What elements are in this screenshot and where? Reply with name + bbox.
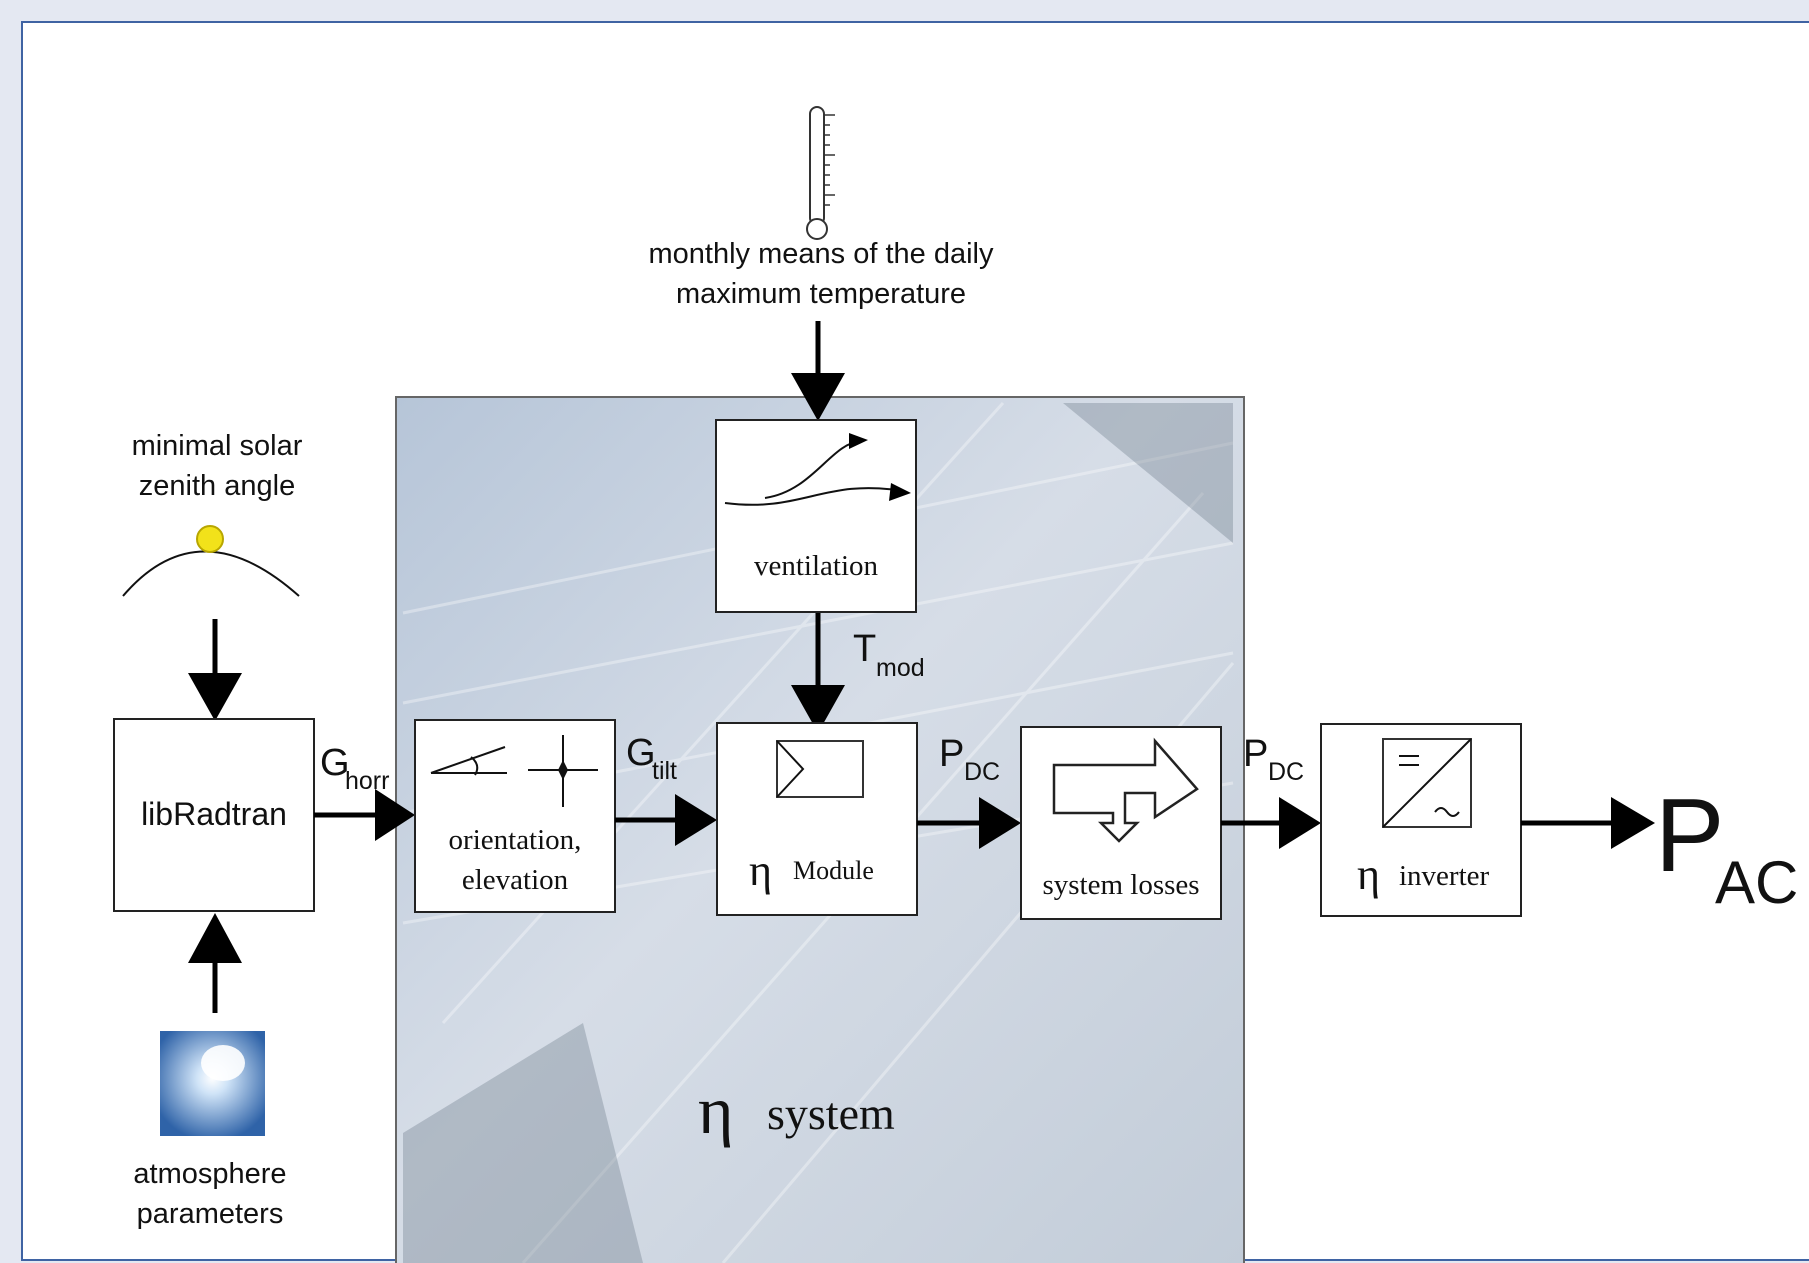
ventilation-block: ventilation	[715, 419, 917, 613]
orientation-label-line1: orientation,	[449, 824, 582, 856]
arrow-module-to-losses	[917, 797, 1021, 849]
airflow-lower-icon	[724, 487, 904, 506]
t-mod-label: T mod	[853, 628, 925, 682]
inverter-block: η inverter	[1320, 723, 1522, 917]
arrow-zenith-to-libradtran	[188, 619, 242, 721]
inverter-eta: η	[1357, 850, 1380, 899]
arrow-orientation-to-module	[615, 794, 717, 846]
svg-text:T: T	[853, 628, 876, 670]
orientation-label-line2: elevation	[462, 864, 569, 896]
arrow-ventilation-to-module	[791, 613, 845, 733]
loss-flow-icon	[1052, 737, 1199, 843]
arrow-temperature-to-ventilation	[791, 321, 845, 421]
ventilation-label: ventilation	[754, 550, 879, 582]
module-eta: η	[749, 846, 772, 895]
system-losses-block: system losses	[1020, 726, 1222, 920]
system-eta: η	[698, 1072, 734, 1148]
module-label: Module	[793, 856, 874, 885]
svg-text:DC: DC	[964, 758, 1000, 786]
inverter-label: inverter	[1399, 860, 1490, 892]
g-tilt-label: G tilt	[626, 732, 677, 785]
svg-text:P: P	[1243, 733, 1268, 775]
svg-text:tilt: tilt	[652, 757, 677, 785]
svg-text:AC: AC	[1715, 849, 1798, 916]
orientation-block: orientation, elevation	[414, 719, 616, 913]
zenith-label-line1: minimal solar	[132, 430, 303, 462]
system-losses-label: system losses	[1042, 869, 1199, 901]
libradtran-block: libRadtran	[113, 718, 315, 912]
inverter-symbol-icon	[1382, 738, 1472, 828]
arrow-libradtran-to-orientation	[314, 789, 415, 841]
compass-icon	[528, 735, 598, 807]
module-symbol-icon	[776, 740, 864, 798]
system-label: system	[767, 1088, 895, 1139]
thermometer-icon	[806, 106, 835, 240]
g-horr-label: G horr	[320, 742, 389, 795]
arrow-atmosphere-to-libradtran	[188, 913, 242, 1013]
arrow-inverter-to-output	[1521, 797, 1655, 849]
svg-text:mod: mod	[876, 654, 925, 682]
atmosphere-label-line1: atmosphere	[133, 1158, 286, 1190]
libradtran-label: libRadtran	[141, 796, 287, 832]
atmosphere-icon	[160, 1031, 265, 1136]
diagram-frame: η system monthly means of the daily maxi…	[21, 21, 1809, 1263]
svg-text:DC: DC	[1268, 758, 1304, 786]
zenith-label-line2: zenith angle	[139, 470, 295, 502]
temperature-label-line2: maximum temperature	[676, 278, 966, 310]
svg-text:G: G	[320, 742, 350, 784]
svg-text:P: P	[1655, 778, 1724, 894]
temperature-label-line1: monthly means of the daily	[649, 238, 994, 270]
module-block: η Module	[716, 722, 918, 916]
p-dc-label-1: P DC	[939, 733, 1000, 786]
sun-arc-icon	[122, 525, 300, 597]
svg-text:G: G	[626, 732, 656, 774]
pv-system-diagram: η system monthly means of the daily maxi…	[113, 106, 1798, 1263]
p-dc-label-2: P DC	[1243, 733, 1304, 786]
svg-text:P: P	[939, 733, 964, 775]
svg-text:horr: horr	[345, 767, 389, 795]
arrow-losses-to-inverter	[1221, 797, 1321, 849]
atmosphere-label-line2: parameters	[137, 1198, 284, 1230]
tilt-angle-icon	[430, 746, 507, 776]
p-ac-label: P AC	[1655, 778, 1798, 916]
